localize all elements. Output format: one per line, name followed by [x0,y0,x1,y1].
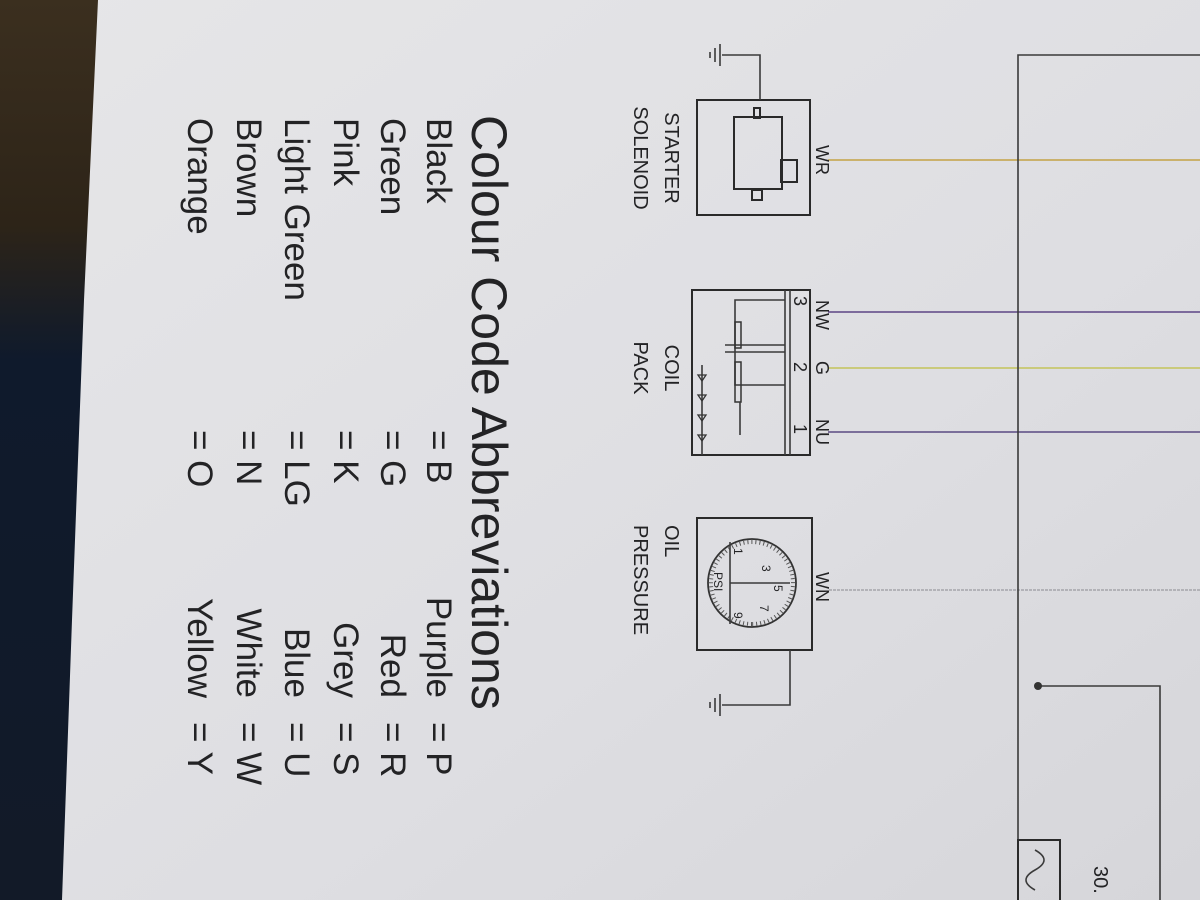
colour-row: Brown = N [229,118,268,485]
colour-code: = S [326,722,365,776]
photo-background [0,0,98,900]
pin-1: 1 [790,424,810,434]
colour-code: = N [229,430,268,485]
coil-pack: 3 2 1 [691,289,811,456]
colour-row: Green = G [373,118,412,487]
pressure-gauge-icon: PSI 1 3 5 7 9 [707,538,797,628]
colour-code: = G [373,430,412,487]
colour-row: Blue = U [277,628,316,778]
starter-label: STARTER [660,112,682,204]
colour-code: = LG [277,430,316,507]
colour-name: White [229,609,268,698]
colour-name: Yellow [180,598,219,699]
colour-row: Red = R [373,634,412,778]
colour-row: Purple = P [419,597,458,776]
ground-icon [709,44,721,66]
tick-7: 7 [757,605,771,612]
pack-label: PACK [629,342,651,396]
pressure-label: PRESSURE [629,525,651,635]
colour-name: Orange [180,118,219,235]
colour-name: Black [419,118,458,204]
solenoid-label: SOLENOID [629,106,651,209]
colour-name: Pink [326,118,365,187]
oil-pressure-sender: PSI 1 3 5 7 9 [696,517,813,716]
colour-row: White = W [229,609,268,786]
tick-1: 1 [731,548,745,555]
colour-code: = Y [180,722,219,775]
colour-code: = K [326,430,365,484]
pin-3: 3 [790,296,810,306]
secondary-coil-icon [734,361,742,403]
fuse-icon [1025,849,1045,891]
tick-3: 3 [759,565,773,572]
wire-label-g: G [812,361,832,375]
diode-chain-icon [696,374,708,443]
tick-9: 9 [731,612,745,619]
colour-code: = W [229,722,268,785]
colour-row: Yellow = Y [180,598,219,775]
colour-name: Brown [229,118,268,217]
wire-label-nw: NW [812,300,832,330]
colour-row: Grey = S [326,622,365,775]
colour-code: = U [277,722,316,777]
rotated-page: 30. WR NW G NU WN STARTER SOLENOID [180,44,1200,900]
fuse-box [1017,839,1061,900]
wire-label-nu: NU [812,419,832,445]
starter-solenoid [696,44,811,216]
colour-name: Grey [326,622,365,698]
colour-row: Black = B [419,118,458,484]
coil-label: COIL [660,345,682,392]
colour-code: = P [419,722,458,776]
colour-name: Blue [277,628,316,698]
wire-label-wn: WN [812,572,832,602]
wire-label-wr: WR [812,145,832,175]
colour-code-title: Colour Code Abbreviations [461,115,517,710]
primary-coil-icon [734,321,742,349]
junction-dot [1034,682,1042,690]
psi-label: PSI [711,572,725,591]
colour-name: Purple [419,597,458,698]
colour-name: Red [373,634,412,698]
pin-2: 2 [790,362,810,372]
colour-code: = O [180,430,219,487]
colour-code-table: Black = B Green = G Pink = K Light Green = L… [180,118,458,785]
fuse-label: 30. [1089,866,1111,894]
colour-row: Light Green = LG [277,118,316,507]
colour-name: Light Green [277,118,316,301]
oil-label: OIL [660,525,682,557]
colour-name: Green [373,118,412,215]
colour-code: = B [419,430,458,484]
colour-row: Orange = O [180,118,219,487]
branch-line [1038,685,1161,900]
ground-icon [709,694,721,716]
main-bus-line [1017,54,1200,900]
colour-code: = R [373,722,412,777]
tick-5: 5 [771,585,785,592]
colour-row: Pink = K [326,118,365,484]
